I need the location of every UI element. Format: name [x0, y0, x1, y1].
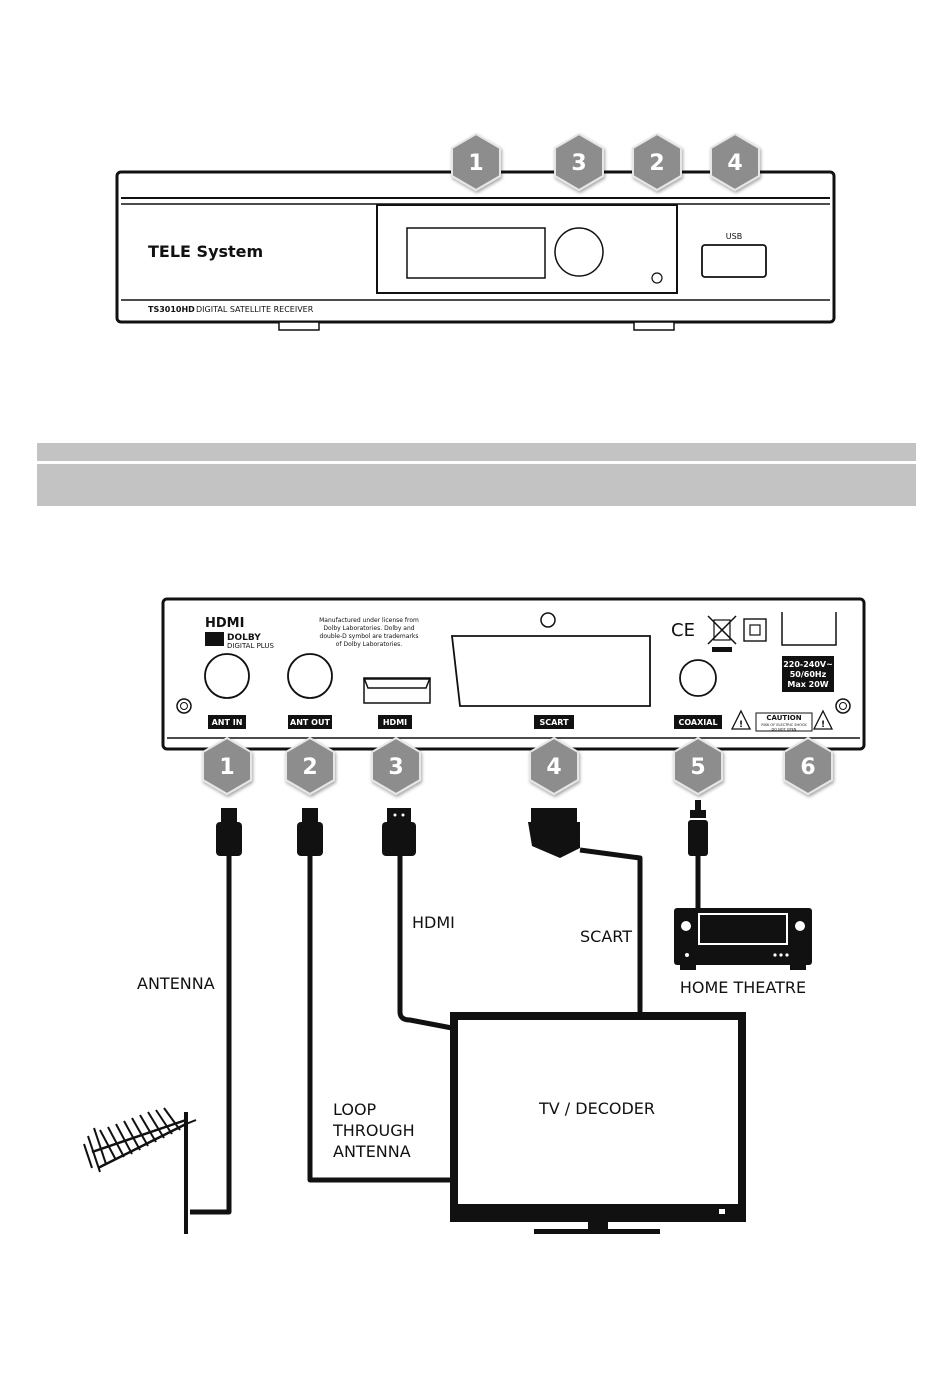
loop-through-cable: [307, 855, 452, 1183]
port-tag-scart: SCART: [534, 715, 574, 729]
antenna-label: ANTENNA: [137, 974, 215, 993]
svg-text:ANT IN: ANT IN: [212, 718, 243, 727]
coaxial-connector: [679, 659, 717, 697]
loop-through-label-3: ANTENNA: [333, 1142, 411, 1161]
front-badge-1: 1: [451, 133, 501, 191]
svg-text:1: 1: [468, 151, 483, 176]
svg-text:Manufactured under license fro: Manufactured under license from: [319, 617, 419, 624]
svg-text:ANT OUT: ANT OUT: [290, 718, 330, 727]
hdmi-cable: [397, 855, 453, 1031]
svg-text:1: 1: [219, 755, 234, 780]
rear-badge-6: 6: [783, 737, 833, 795]
front-badge-3: 3: [554, 133, 604, 191]
section-header-bar: [37, 443, 916, 506]
svg-text:3: 3: [571, 151, 586, 176]
svg-text:4: 4: [546, 755, 561, 780]
caution-box: [755, 712, 813, 732]
svg-text:Max 20W: Max 20W: [787, 680, 828, 689]
svg-text:6: 6: [800, 755, 815, 780]
rear-badge-1: 1: [202, 737, 252, 795]
double-insulation-icon: [743, 618, 767, 642]
svg-text:2: 2: [302, 755, 317, 780]
ant-in-plug: [216, 808, 242, 856]
home-theatre-icon: [674, 908, 812, 970]
hdmi-logo: HDMI: [205, 616, 244, 631]
loop-through-label-1: LOOP: [333, 1100, 377, 1119]
svg-text:220-240V~: 220-240V~: [783, 660, 833, 669]
rear-panel: HDMI DOLBY DIGITAL PLUS Manufactured und…: [161, 597, 866, 751]
rear-badge-3: 3: [371, 737, 421, 795]
svg-text:5: 5: [690, 755, 705, 780]
port-tag-ant-out: ANT OUT: [288, 715, 332, 729]
warning-icon: !: [730, 709, 752, 730]
svg-text:4: 4: [727, 151, 742, 176]
cables: [190, 847, 701, 1215]
tv-decoder-label: TV / DECODER: [538, 1099, 655, 1118]
usb-port: [701, 244, 767, 278]
svg-text:HDMI: HDMI: [383, 718, 407, 727]
svg-text:3: 3: [388, 755, 403, 780]
svg-text:double-D symbol are trademarks: double-D symbol are trademarks: [320, 633, 419, 640]
scart-connector: [450, 635, 651, 707]
svg-text:50/60Hz: 50/60Hz: [790, 670, 827, 679]
warning-icon-2: !: [812, 709, 834, 730]
scart-cable: [579, 847, 643, 1016]
antenna-icon: [83, 1107, 197, 1234]
dolby-icon: [205, 632, 224, 646]
ant-out-plug: [297, 808, 323, 856]
svg-text:!: !: [821, 720, 825, 730]
svg-text:!: !: [739, 720, 743, 730]
svg-text:DOLBY: DOLBY: [227, 633, 261, 643]
tv-icon: [450, 1012, 746, 1234]
svg-text:DIGITAL PLUS: DIGITAL PLUS: [227, 642, 274, 650]
brand-logo: TELE System: [148, 242, 263, 261]
port-tag-coaxial: COAXIAL: [674, 715, 722, 729]
usb-label: USB: [726, 232, 742, 241]
svg-text:RISK OF ELECTRIC SHOCK: RISK OF ELECTRIC SHOCK: [761, 723, 807, 727]
rear-badge-2: 2: [285, 737, 335, 795]
hdmi-connector: [363, 677, 431, 704]
rear-badge-4: 4: [529, 737, 579, 795]
home-theatre-label: HOME THEATRE: [680, 978, 806, 997]
hdmi-plug: [382, 808, 416, 856]
hdmi-cable-label: HDMI: [412, 913, 455, 932]
svg-text:DO NOT OPEN: DO NOT OPEN: [772, 728, 797, 732]
svg-text:COAXIAL: COAXIAL: [678, 718, 717, 727]
front-badge-4: 4: [710, 133, 760, 191]
front-panel: USB TELE System TS3010HD DIGITAL SATELLI…: [115, 170, 836, 331]
svg-text:CAUTION: CAUTION: [766, 714, 801, 722]
scart-plug: [528, 808, 580, 858]
model-description: DIGITAL SATELLITE RECEIVER: [196, 305, 314, 314]
svg-text:of Dolby Laboratories.: of Dolby Laboratories.: [336, 641, 403, 648]
port-tag-hdmi: HDMI: [378, 715, 412, 729]
ce-mark: CE: [671, 620, 695, 641]
rear-badge-5: 5: [673, 737, 723, 795]
ant-in-connector: [204, 653, 250, 699]
port-tag-ant-in: ANT IN: [208, 715, 246, 729]
weee-bin-icon: [707, 615, 737, 652]
svg-text:SCART: SCART: [539, 718, 569, 727]
loop-through-label-2: THROUGH: [332, 1121, 415, 1140]
svg-text:2: 2: [649, 151, 664, 176]
front-badge-2: 2: [632, 133, 682, 191]
scart-cable-label: SCART: [580, 927, 632, 946]
model-name: TS3010HD: [148, 305, 195, 314]
svg-text:Dolby Laboratories. Dolby and: Dolby Laboratories. Dolby and: [323, 625, 414, 632]
ant-out-connector: [287, 653, 333, 699]
power-rating-box: [782, 656, 834, 692]
coaxial-plug: [688, 800, 708, 856]
antenna-cable: [190, 855, 232, 1215]
